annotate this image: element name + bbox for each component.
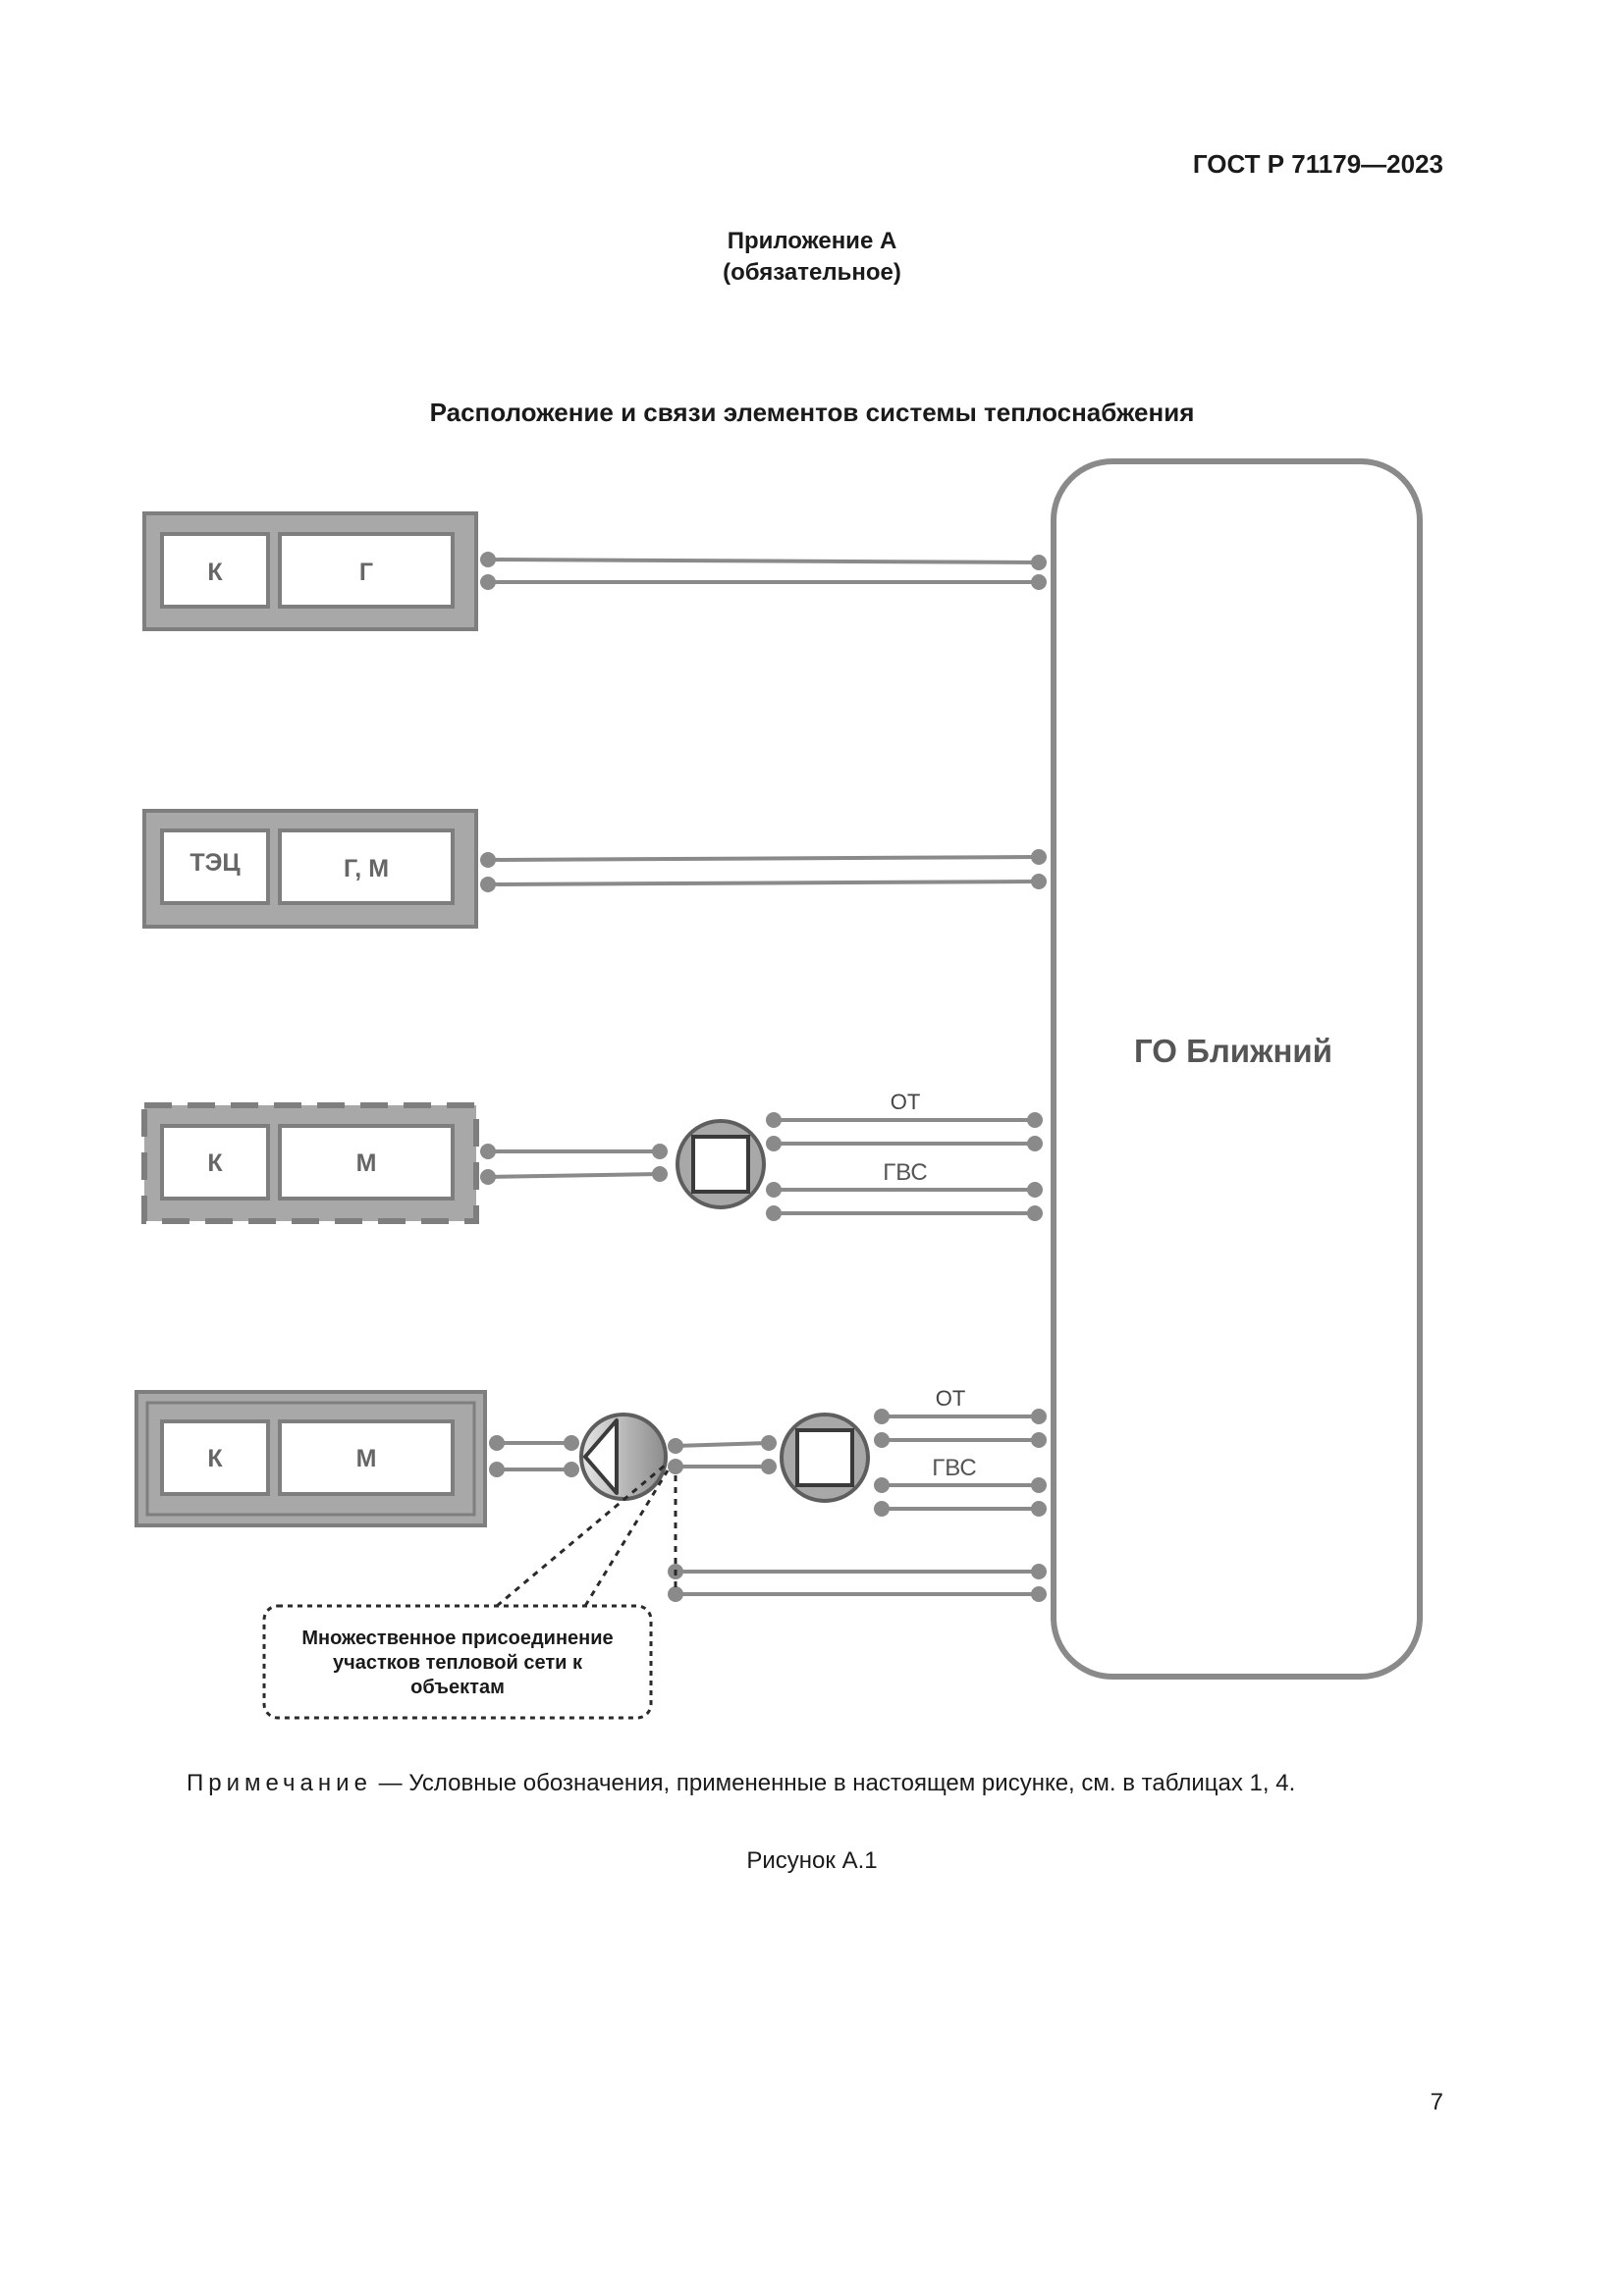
annex-status: (обязательное) [723,259,901,286]
source-4-fuel: М [356,1445,377,1472]
note-label: Примечание [187,1770,372,1796]
callout-box [262,1604,653,1720]
label-gvs-3: ГВС [883,1159,928,1186]
callout-leaders [496,1463,670,1608]
figure-caption: Рисунок А.1 [746,1847,878,1874]
district-block [1051,458,1423,1680]
note-text: — Условные обозначения, примененные в на… [371,1770,1296,1796]
figure-title: Расположение и связи элементов системы т… [429,398,1195,427]
heat-substation-3 [676,1119,766,1209]
figure-note: Примечание — Условные обозначения, приме… [187,1770,1463,1797]
source-boiler-3: К М [141,1102,479,1224]
source-3-fuel: М [356,1149,377,1177]
label-ot-3: ОТ [891,1090,921,1114]
callout-line-1: Множественное присоединение [301,1628,613,1649]
callout-line-2: участков тепловой сети к [333,1652,583,1674]
source-1-fuel: Г [359,559,373,586]
pump-icon [579,1413,668,1501]
source-2-type: ТЭЦ [189,849,241,877]
source-2-fuel: Г, М [344,855,389,882]
pipelines [487,558,1040,1596]
label-gvs-4: ГВС [932,1455,977,1481]
label-ot-4: ОТ [936,1386,966,1411]
page-number: 7 [1430,2089,1443,2115]
heat-substation-4 [780,1413,870,1503]
source-3-type: К [207,1149,223,1177]
source-4-type: К [207,1445,223,1472]
standard-number: ГОСТ Р 71179—2023 [1192,149,1443,179]
source-chp-2: ТЭЦ Г, М [142,809,478,929]
source-1-type: К [207,559,223,586]
source-boiler-1: К Г [142,511,478,631]
callout-line-3: объектам [410,1677,505,1698]
annex-title: Приложение А [727,228,897,254]
source-boiler-4: К М [135,1390,487,1527]
connection-dots [480,552,1047,1602]
district-label: ГО Ближний [1134,1033,1332,1069]
